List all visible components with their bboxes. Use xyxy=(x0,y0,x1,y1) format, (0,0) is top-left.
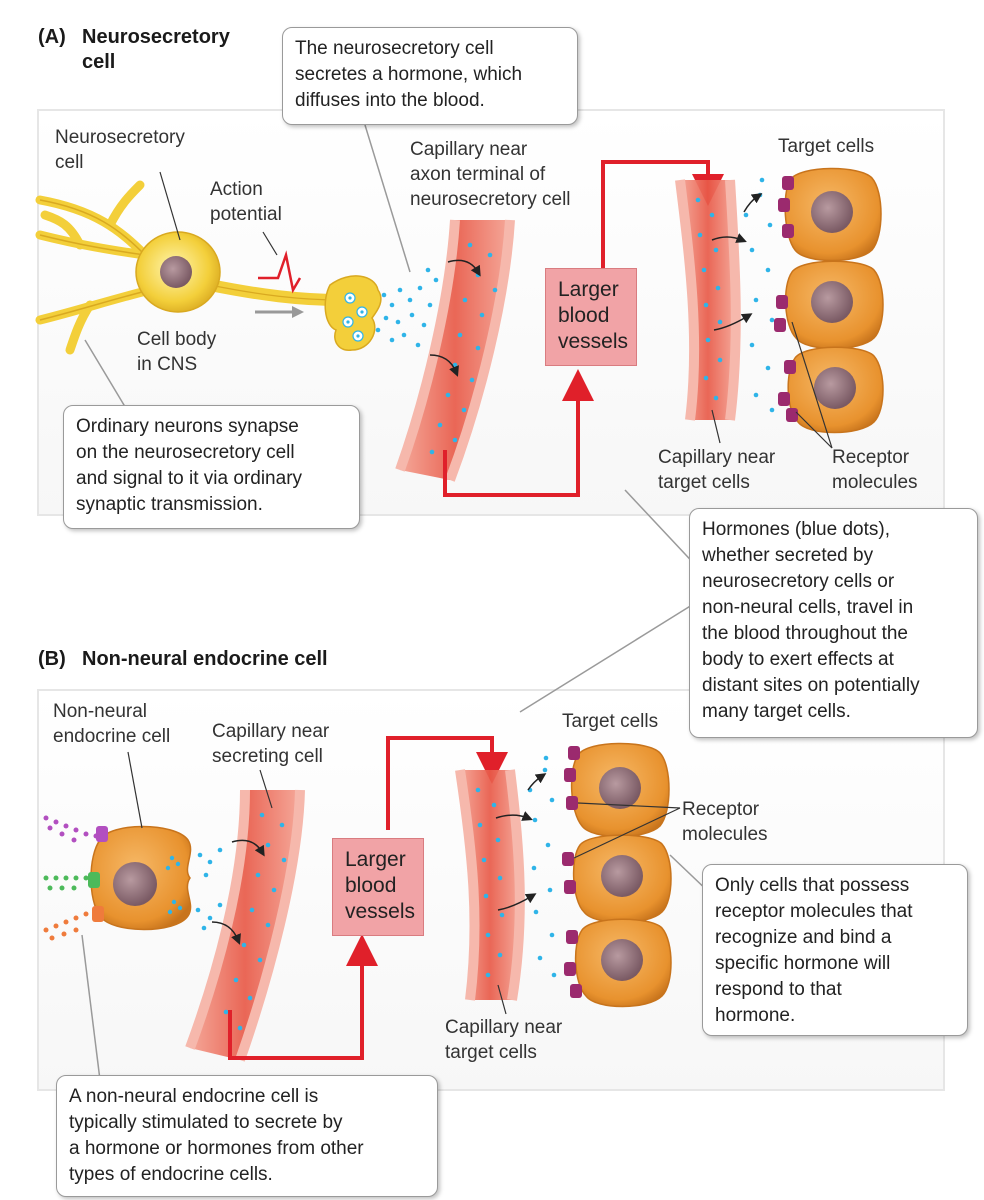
label-neurosecretory-cell-l2: cell xyxy=(55,152,84,173)
label-capillary-a1-l2: axon terminal of xyxy=(410,164,546,185)
label-cell-body-l2: in CNS xyxy=(137,354,197,375)
label-target-cells-a: Target cells xyxy=(778,136,874,157)
callout-endocrine-stimulation: A non-neural endocrine cell is typically… xyxy=(56,1075,438,1197)
neuron-nucleus xyxy=(160,256,192,288)
callout-hormones-travel: Hormones (blue dots), whether secreted b… xyxy=(689,508,978,738)
label-capillary-b1-l1: Capillary near xyxy=(212,721,330,742)
capillary-near-axon-terminal xyxy=(395,219,515,482)
target-cell-a1 xyxy=(784,167,882,262)
callout-receptor-specificity: Only cells that possess receptor molecul… xyxy=(702,864,968,1036)
label-capillary-b1-l2: secreting cell xyxy=(212,746,323,767)
label-action-potential-l2: potential xyxy=(210,204,282,225)
target-cell-b1 xyxy=(570,742,670,838)
label-capillary-target-b-l1: Capillary near xyxy=(445,1017,563,1038)
label-capillary-a1-l1: Capillary near xyxy=(410,139,528,160)
axon-terminal xyxy=(324,275,382,351)
stimulating-hormones-green xyxy=(43,875,89,891)
label-receptor-b-l1: Receptor xyxy=(682,799,760,820)
capillary-a2-hormones xyxy=(695,177,775,413)
label-target-cells-b: Target cells xyxy=(562,711,658,732)
target-cell-b2 xyxy=(572,834,672,924)
endocrine-receptors xyxy=(88,826,108,922)
circulation-arrow-a xyxy=(443,369,594,497)
label-receptor-a-l1: Receptor xyxy=(832,447,910,468)
label-capillary-target-a-l2: target cells xyxy=(658,472,750,493)
larger-blood-vessels-box-a: Larger blood vessels xyxy=(545,268,637,366)
label-capillary-target-b-l2: target cells xyxy=(445,1042,537,1063)
label-capillary-a1-l3: neurosecretory cell xyxy=(410,189,571,210)
endocrine-vesicles xyxy=(165,855,183,915)
action-potential-icon xyxy=(258,250,302,294)
circulation-arrow-b-top xyxy=(386,736,508,830)
terminal-vesicles xyxy=(342,292,368,342)
capillary-near-target-cells-a xyxy=(675,179,741,421)
circulation-arrow-a-top xyxy=(601,160,724,268)
callout-ordinary-neurons: Ordinary neurons synapse on the neurosec… xyxy=(63,405,360,529)
capillary-b1-hormones xyxy=(223,812,287,1031)
panel-a-title-line1: Neurosecretory xyxy=(82,26,231,48)
callout-hormone-secretion: The neurosecretory cell secretes a hormo… xyxy=(282,27,578,125)
label-receptor-a-l2: molecules xyxy=(832,472,918,493)
panel-a-title-line2: cell xyxy=(82,51,115,73)
panel-b-title: Non-neural endocrine cell xyxy=(82,648,328,670)
label-receptor-b-l2: molecules xyxy=(682,824,768,845)
label-neurosecretory-cell-l1: Neurosecretory xyxy=(55,127,185,148)
target-cell-a2 xyxy=(784,260,884,350)
panel-b-title-prefix: (B) xyxy=(38,648,66,670)
capillary-b2-hormones xyxy=(475,755,557,978)
larger-blood-vessels-box-b: Larger blood vessels xyxy=(332,838,424,936)
stimulating-hormones-orange xyxy=(43,911,89,941)
target-cell-a3 xyxy=(787,346,884,434)
target-cell-b3 xyxy=(574,918,672,1008)
label-endocrine-cell-l2: endocrine cell xyxy=(53,726,170,747)
capillary-near-secreting-cell xyxy=(185,789,305,1062)
diffusing-hormones-b xyxy=(195,847,223,931)
label-action-potential-l1: Action xyxy=(210,179,263,200)
circulation-arrow-b xyxy=(228,934,378,1060)
capillary-near-target-cells-b xyxy=(455,769,525,1001)
panel-a-title-prefix: (A) xyxy=(38,26,66,48)
label-endocrine-cell-l1: Non-neural xyxy=(53,701,147,722)
receptor-molecules-b xyxy=(562,746,582,998)
non-neural-endocrine-cell xyxy=(90,825,192,931)
stimulating-hormones-purple xyxy=(43,815,99,843)
label-capillary-target-a-l1: Capillary near xyxy=(658,447,776,468)
label-cell-body-l1: Cell body xyxy=(137,329,217,350)
receptor-molecules-a xyxy=(774,176,798,422)
